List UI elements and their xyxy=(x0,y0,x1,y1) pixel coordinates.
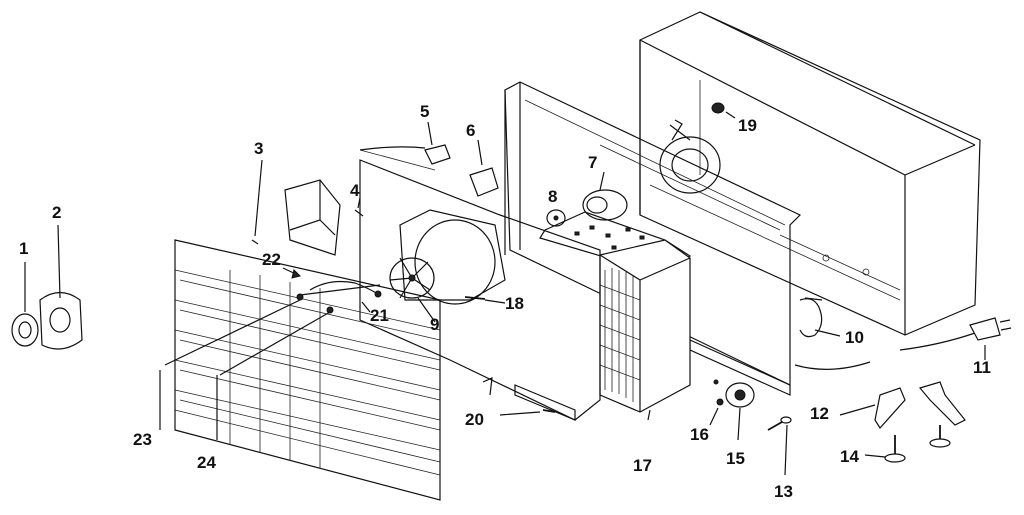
cabinet-sleeve xyxy=(639,11,981,336)
part-9-fan-blade xyxy=(389,209,506,323)
part-8-washer xyxy=(546,209,566,227)
part-18-screw xyxy=(464,296,506,304)
callout-9: 9 xyxy=(430,315,439,334)
callout-24: 24 xyxy=(197,453,216,472)
callout-8: 8 xyxy=(548,187,557,206)
control-box xyxy=(251,159,341,256)
callout-21: 21 xyxy=(370,306,389,325)
blower-wheel-ring xyxy=(659,119,721,194)
front-grille xyxy=(159,239,441,501)
part-10-drain xyxy=(794,297,871,370)
callout-6: 6 xyxy=(466,121,475,140)
part-20-screw xyxy=(482,377,556,416)
callout-22: 22 xyxy=(262,250,281,269)
callout-15: 15 xyxy=(726,449,745,468)
part-17-coil xyxy=(599,239,691,421)
part-16-washer xyxy=(709,379,724,426)
part-6-switch xyxy=(469,139,499,197)
callout-23: 23 xyxy=(133,430,152,449)
part-4-screw xyxy=(354,197,364,217)
part-13-screw xyxy=(767,416,792,476)
callout-3: 3 xyxy=(254,139,263,158)
callout-7: 7 xyxy=(588,153,597,172)
part-11-power-cord xyxy=(899,317,1012,360)
callout-13: 13 xyxy=(774,482,793,501)
callout-17: 17 xyxy=(633,456,652,475)
callout-4: 4 xyxy=(350,181,360,200)
part-5-thermostat xyxy=(359,121,451,165)
callout-11: 11 xyxy=(973,358,991,377)
part-1-knob xyxy=(11,262,39,347)
callout-19: 19 xyxy=(738,116,757,135)
callout-2: 2 xyxy=(52,203,61,222)
part-19-grommet xyxy=(711,102,736,119)
callout-10: 10 xyxy=(845,328,864,347)
callout-18: 18 xyxy=(505,294,524,313)
callout-12: 12 xyxy=(810,404,829,423)
part-22-arrow xyxy=(282,267,301,279)
part-12-foot xyxy=(839,381,966,429)
part-14-leveling-screw xyxy=(864,425,951,463)
part-21-wire xyxy=(309,280,382,313)
callout-5: 5 xyxy=(420,102,429,121)
part-15-switch-knob xyxy=(725,382,755,441)
chassis-base xyxy=(359,149,601,421)
callout-14: 14 xyxy=(840,447,859,466)
part-7-motor xyxy=(582,171,628,221)
callout-20: 20 xyxy=(465,410,484,429)
callout-labels: 1 2 3 4 5 6 7 8 9 10 11 12 13 14 15 16 1… xyxy=(19,102,991,501)
part-2-knob xyxy=(39,224,83,350)
callout-16: 16 xyxy=(690,425,709,444)
callout-1: 1 xyxy=(19,239,28,258)
